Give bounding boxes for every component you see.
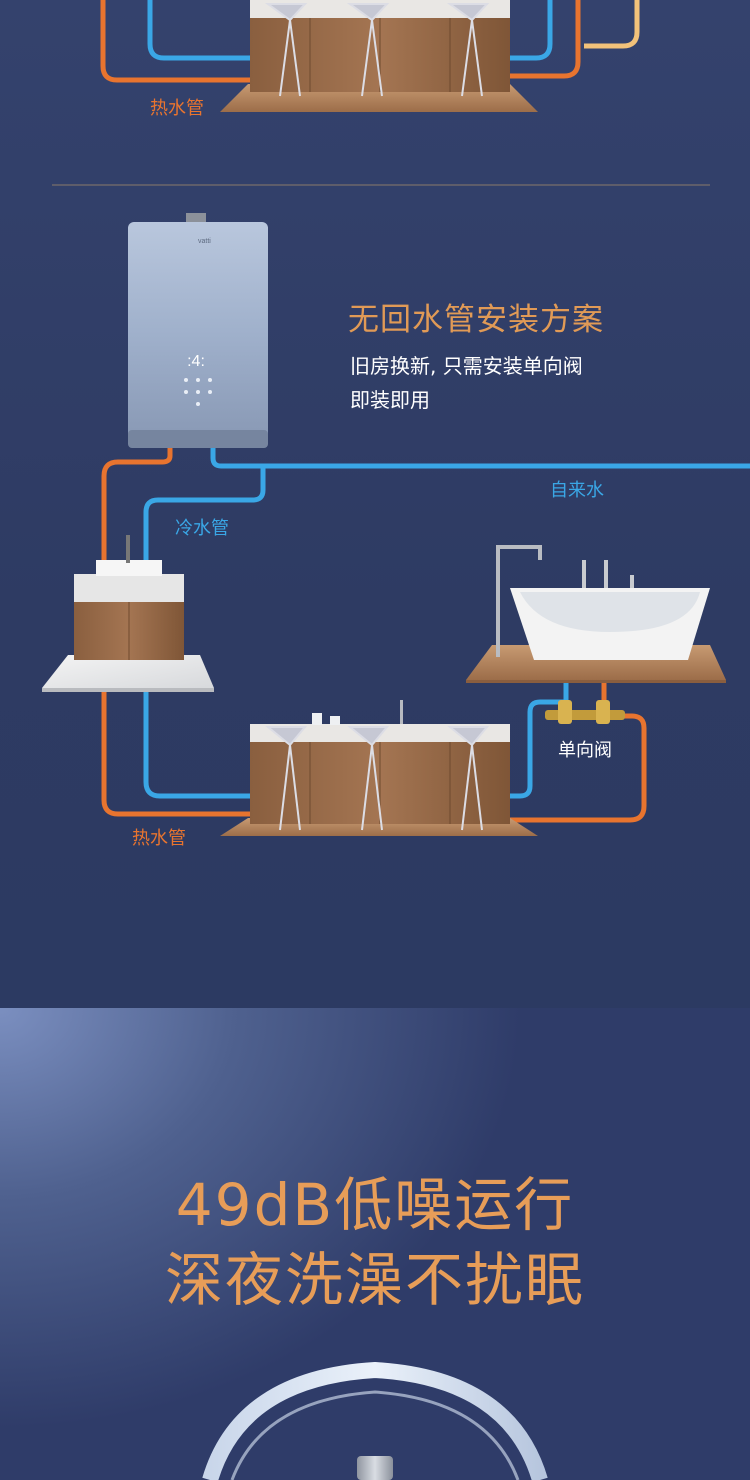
bathroom-vanity	[42, 535, 214, 692]
plan-subtitle-line2: 即装即用	[350, 388, 430, 412]
cold-water-label: 冷水管	[175, 518, 229, 539]
check-valve	[545, 700, 625, 724]
kitchen-island	[220, 700, 538, 836]
tap-water-label: 自来水	[550, 480, 604, 501]
diagram-graphics: vatti :4:	[42, 0, 750, 836]
svg-text:vatti: vatti	[198, 238, 211, 245]
fan-ring-graphic	[202, 1361, 548, 1480]
water-heater: vatti :4:	[128, 213, 268, 448]
check-valve-label: 单向阀	[558, 740, 612, 761]
hot-water-label-top: 热水管	[150, 98, 204, 119]
pipes	[101, 448, 750, 823]
installation-diagram-section: vatti :4:	[0, 0, 750, 1008]
bathtub	[466, 545, 726, 683]
plan-title: 无回水管安装方案	[348, 302, 604, 338]
plan-subtitle-line1: 旧房换新, 只需安装单向阀	[350, 354, 583, 378]
noise-headline: 49dB低噪运行	[175, 1171, 575, 1239]
low-noise-section: 49dB低噪运行 深夜洗澡不扰眠	[0, 1008, 750, 1480]
top-island-scene	[100, 0, 640, 112]
noise-subheadline: 深夜洗澡不扰眠	[164, 1246, 585, 1314]
svg-text::4:: :4:	[187, 353, 205, 370]
hot-water-label: 热水管	[132, 828, 186, 849]
